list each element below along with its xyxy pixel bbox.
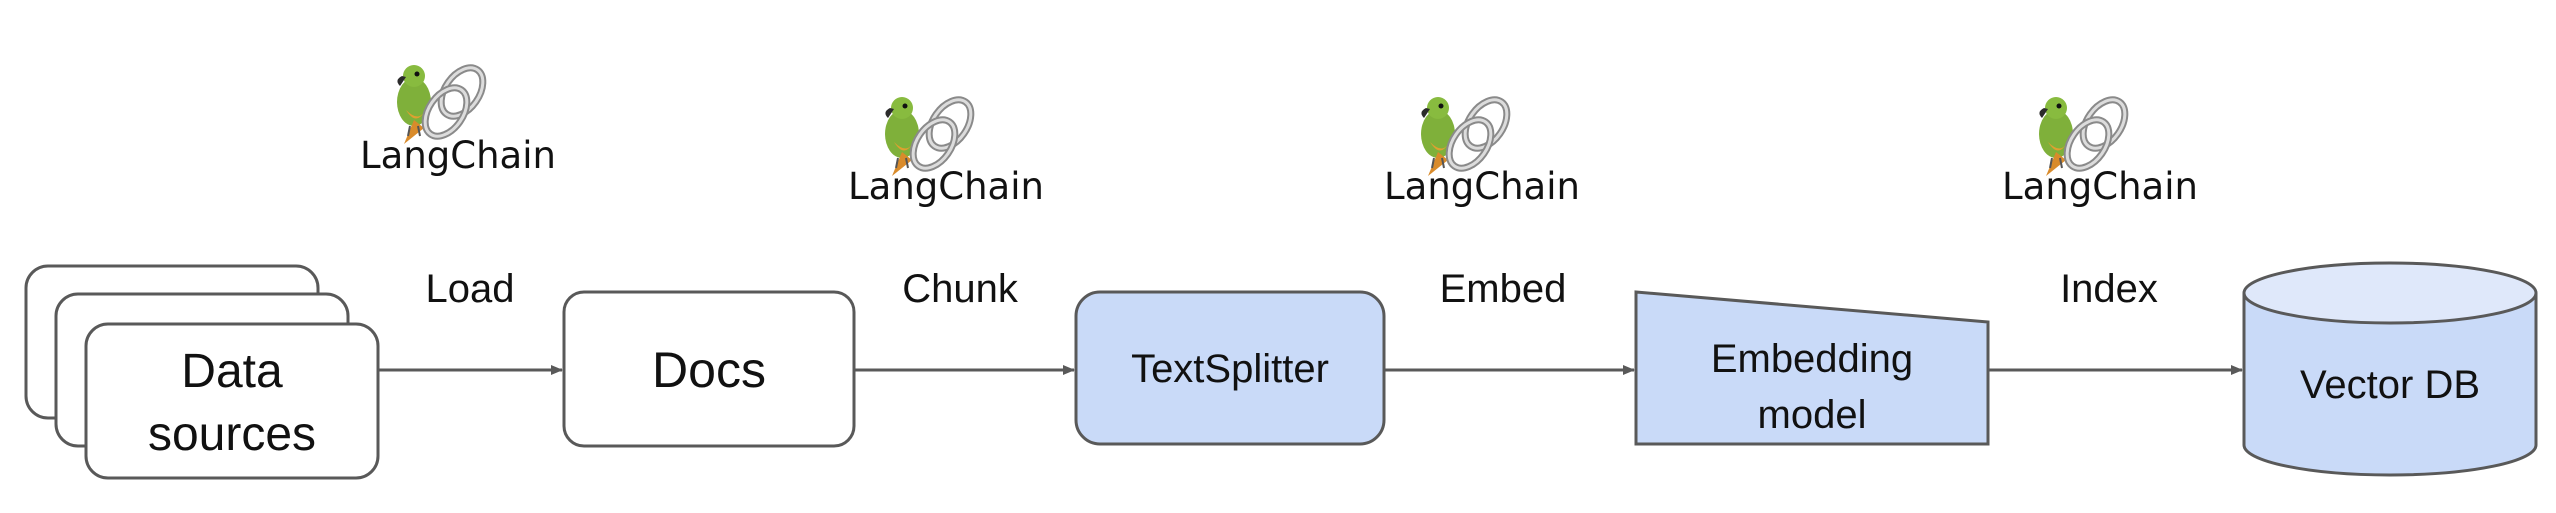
langchain-logo-3: LangChain — [1384, 92, 1580, 208]
load-label: Load — [426, 267, 515, 311]
parrot-chain-icon — [885, 92, 979, 176]
embedding-model-label-line1: Embedding — [1711, 337, 1913, 381]
parrot-chain-icon — [1421, 92, 1515, 176]
chunk-label: Chunk — [902, 267, 1019, 311]
data-sources-label-line1: Data — [181, 345, 283, 398]
langchain-logo-text: LangChain — [2002, 165, 2198, 208]
vector-db-label: Vector DB — [2300, 363, 2480, 407]
embedding-model-label-line2: model — [1758, 393, 1867, 437]
embedding-model-node: Embedding model — [1634, 290, 1990, 446]
vector-db-node: Vector DB — [2242, 261, 2538, 477]
langchain-logo-text: LangChain — [360, 134, 556, 177]
embedding-model-shape — [1634, 290, 1990, 446]
index-label: Index — [2060, 267, 2158, 311]
text-splitter-box — [1074, 290, 1386, 446]
docs-node: Docs — [562, 290, 856, 448]
embed-label: Embed — [1440, 267, 1567, 311]
parrot-chain-icon — [397, 60, 491, 144]
langchain-logo-1: LangChain — [360, 60, 556, 177]
text-splitter-node: TextSplitter — [1074, 290, 1386, 446]
data-sources-node: Data sources — [24, 264, 380, 480]
vector-db-body — [2242, 293, 2538, 477]
parrot-chain-icon — [2039, 92, 2133, 176]
langchain-logo-text: LangChain — [1384, 165, 1580, 208]
vector-db-top — [2242, 261, 2538, 325]
docs-label: Docs — [652, 342, 766, 398]
data-sources-stack-front — [84, 322, 380, 480]
langchain-logo-text: LangChain — [848, 165, 1044, 208]
langchain-logo-4: LangChain — [2002, 92, 2198, 208]
data-sources-label-line2: sources — [148, 408, 316, 461]
langchain-logo-2: LangChain — [848, 92, 1044, 208]
text-splitter-label: TextSplitter — [1131, 347, 1329, 391]
